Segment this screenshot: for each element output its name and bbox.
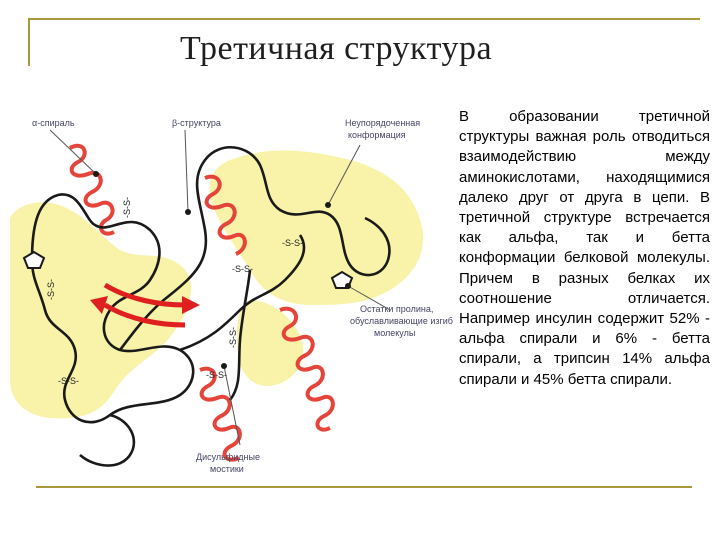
label-disordered-2: конформация — [348, 130, 406, 140]
background-blob-right — [209, 150, 424, 305]
alpha-helix-right — [279, 306, 335, 432]
label-disordered-1: Неупорядоченная — [345, 118, 420, 128]
disulfide-bond-4: -S-S- — [282, 238, 303, 248]
disulfide-bond-2: -S-S- — [46, 279, 56, 300]
alpha-helix-top-left — [69, 143, 115, 236]
disulfide-bond-3: -S-S- — [232, 264, 253, 274]
alpha-helix-center — [204, 174, 247, 256]
label-proline-3: молекулы — [374, 328, 415, 338]
slide-title: Третичная структура — [180, 30, 493, 67]
beta-structure-arrows — [103, 282, 186, 328]
label-proline-1: Остатки пролина, — [360, 304, 433, 314]
proline-ring-left — [22, 250, 46, 269]
alpha-helix-lower — [199, 366, 242, 462]
label-proline-2: обуславливающие изгиб — [350, 316, 453, 326]
frame-left-accent — [28, 18, 30, 66]
beta-arrowhead-right — [182, 296, 200, 314]
disulfide-bond-7: -S-S- — [58, 376, 79, 386]
label-disulfide-2: мостики — [210, 464, 244, 474]
slide-body-text: В образовании третичной структуры важная… — [459, 108, 710, 388]
disulfide-bond-6: -S-S- — [206, 370, 227, 380]
label-alpha-helix: α-спираль — [32, 118, 75, 128]
frame-top-rule — [28, 18, 700, 20]
polypeptide-chain — [30, 145, 391, 467]
label-leaders — [49, 129, 391, 446]
frame-bottom-rule — [36, 486, 692, 488]
protein-tertiary-structure-diagram: -S-S- -S-S- -S-S- -S-S- -S-S- -S-S- -S-S… — [10, 100, 458, 490]
leader-dots — [93, 171, 351, 369]
background-blob-lower — [236, 300, 304, 386]
disulfide-bond-1: -S-S- — [122, 197, 132, 218]
label-beta-structure: β-структура — [172, 118, 221, 128]
disulfide-bond-5: -S-S- — [228, 327, 238, 348]
beta-arrowhead-left — [90, 296, 108, 314]
label-disulfide-1: Дисульфидные — [196, 452, 260, 462]
